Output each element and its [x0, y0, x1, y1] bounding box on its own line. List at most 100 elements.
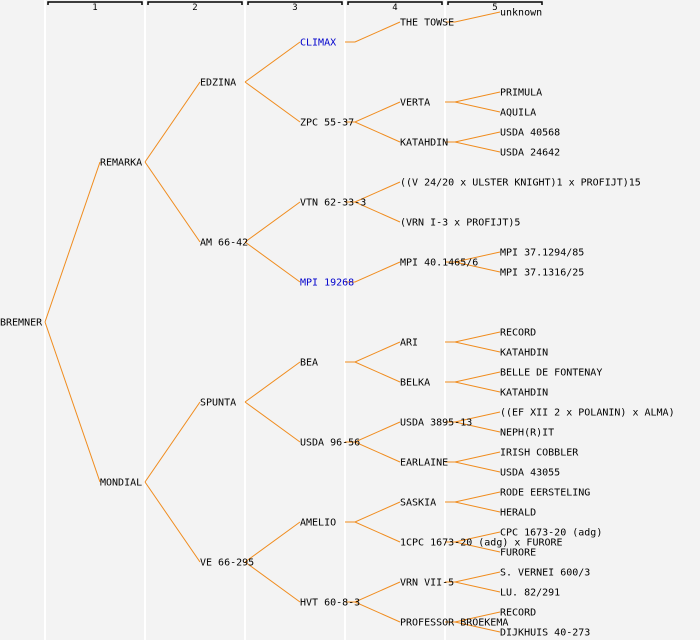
pedigree-edge — [244, 201, 301, 243]
pedigree-node: 1CPC 1673-20 (adg) x FURORE — [400, 538, 563, 549]
pedigree-node: RECORD — [500, 328, 536, 339]
pedigree-edge — [244, 81, 301, 123]
pedigree-node: BELKA — [400, 378, 430, 389]
pedigree-node: unknown — [500, 8, 542, 19]
pedigree-node: ARI — [400, 338, 418, 349]
pedigree-node: AM 66-42 — [200, 238, 248, 249]
pedigree-edge — [345, 341, 401, 363]
pedigree-edge — [445, 331, 501, 343]
pedigree-node: USDA 96-56 — [300, 438, 360, 449]
pedigree-node: KATAHDIN — [400, 138, 448, 149]
generation-bracket — [247, 1, 343, 5]
pedigree-node: FURORE — [500, 548, 536, 559]
pedigree-edge — [445, 501, 501, 513]
pedigree-edge — [244, 241, 301, 283]
pedigree-node: (VRN I-3 x PROFIJT)5 — [400, 218, 520, 229]
generation-header-5: 5 — [492, 3, 497, 13]
pedigree-node: AQUILA — [500, 108, 536, 119]
pedigree-edge — [445, 461, 501, 473]
pedigree-edge — [345, 521, 401, 543]
pedigree-node: BELLE DE FONTENAY — [500, 368, 602, 379]
pedigree-node: KATAHDIN — [500, 348, 548, 359]
pedigree-node: LU. 82/291 — [500, 588, 560, 599]
pedigree-node: VE 66-295 — [200, 558, 254, 569]
pedigree-node: MONDIAL — [100, 478, 142, 489]
pedigree-edge — [445, 621, 501, 633]
pedigree-edge — [445, 581, 501, 593]
generation-bracket — [147, 1, 243, 5]
pedigree-node[interactable]: CLIMAX — [300, 38, 336, 49]
generation-header-3: 3 — [292, 3, 297, 13]
pedigree-node: USDA 40568 — [500, 128, 560, 139]
pedigree-edge — [345, 121, 401, 143]
pedigree-edge — [144, 401, 201, 483]
pedigree-node: IRISH COBBLER — [500, 448, 579, 459]
pedigree-node: THE TOWSE — [400, 18, 454, 29]
pedigree-edge — [244, 561, 301, 603]
pedigree-nodes: BREMNER REMARKA EDZINA CLIMAX THE TOWSE unkno… — [0, 8, 675, 639]
pedigree-edge — [345, 501, 401, 523]
pedigree-edge — [144, 81, 201, 163]
pedigree-edge — [445, 141, 501, 153]
pedigree-node: S. VERNEI 600/3 — [500, 568, 590, 579]
pedigree-edge — [345, 261, 401, 283]
pedigree-node: HERALD — [500, 508, 536, 519]
pedigree-node: HVT 60-8-3 — [300, 598, 360, 609]
pedigree-node: RECORD — [500, 608, 536, 619]
generation-header-4: 4 — [392, 3, 397, 13]
pedigree-node: MPI 37.1294/85 — [500, 248, 584, 259]
pedigree-node: DIJKHUIS 40-273 — [500, 628, 590, 639]
pedigree-edge — [144, 161, 201, 243]
pedigree-node: USDA 43055 — [500, 468, 560, 479]
pedigree-edge — [345, 441, 401, 463]
pedigree-node: NEPH(R)IT — [500, 428, 554, 439]
pedigree-edge — [345, 601, 401, 623]
pedigree-node: EARLAINE — [400, 458, 448, 469]
pedigree-edge — [345, 201, 401, 223]
pedigree-edge — [445, 91, 501, 103]
pedigree-node: PROFESSOR BROEKEMA — [400, 618, 508, 629]
pedigree-node: SASKIA — [400, 498, 436, 509]
pedigree-edge — [445, 261, 501, 273]
column-separators — [44, 0, 446, 640]
generation-bracket — [347, 1, 443, 5]
pedigree-node: MPI 37.1316/25 — [500, 268, 584, 279]
pedigree-node: RODE EERSTELING — [500, 488, 590, 499]
pedigree-edge — [244, 401, 301, 443]
pedigree-edge — [244, 521, 301, 563]
pedigree-edge — [445, 491, 501, 503]
pedigree-node: BEA — [300, 358, 318, 369]
pedigree-node: ((V 24/20 x ULSTER KNIGHT)1 x PROFIJT)15 — [400, 178, 641, 189]
pedigree-node: CPC 1673-20 (adg) — [500, 528, 602, 539]
pedigree-node: VTN 62-33-3 — [300, 198, 366, 209]
pedigree-edge — [244, 361, 301, 403]
pedigree-edge — [445, 381, 501, 393]
pedigree-node[interactable]: MPI 19268 — [300, 278, 354, 289]
pedigree-edge — [445, 341, 501, 353]
pedigree-node: BREMNER — [0, 318, 43, 329]
pedigree-edge — [445, 131, 501, 143]
pedigree-edge — [445, 11, 501, 23]
generation-bracket — [47, 1, 143, 5]
pedigree-node: KATAHDIN — [500, 388, 548, 399]
pedigree-node: ZPC 55-37 — [300, 118, 354, 129]
generation-header-2: 2 — [192, 3, 197, 13]
pedigree-edge — [44, 321, 101, 483]
pedigree-edge — [445, 101, 501, 113]
pedigree-edge — [144, 481, 201, 563]
pedigree-node: REMARKA — [100, 158, 142, 169]
pedigree-edge — [445, 541, 501, 553]
pedigree-edges — [44, 11, 501, 633]
pedigree-node: AMELIO — [300, 518, 336, 529]
pedigree-edge — [44, 161, 101, 323]
pedigree-edge — [445, 371, 501, 383]
pedigree-node: USDA 3895-13 — [400, 418, 472, 429]
pedigree-node: EDZINA — [200, 78, 236, 89]
pedigree-edge — [345, 361, 401, 383]
pedigree-node: SPUNTA — [200, 398, 236, 409]
pedigree-node: PRIMULA — [500, 88, 542, 99]
pedigree-node: VERTA — [400, 98, 430, 109]
pedigree-node: ((EF XII 2 x POLANIN) x ALMA) — [500, 408, 675, 419]
